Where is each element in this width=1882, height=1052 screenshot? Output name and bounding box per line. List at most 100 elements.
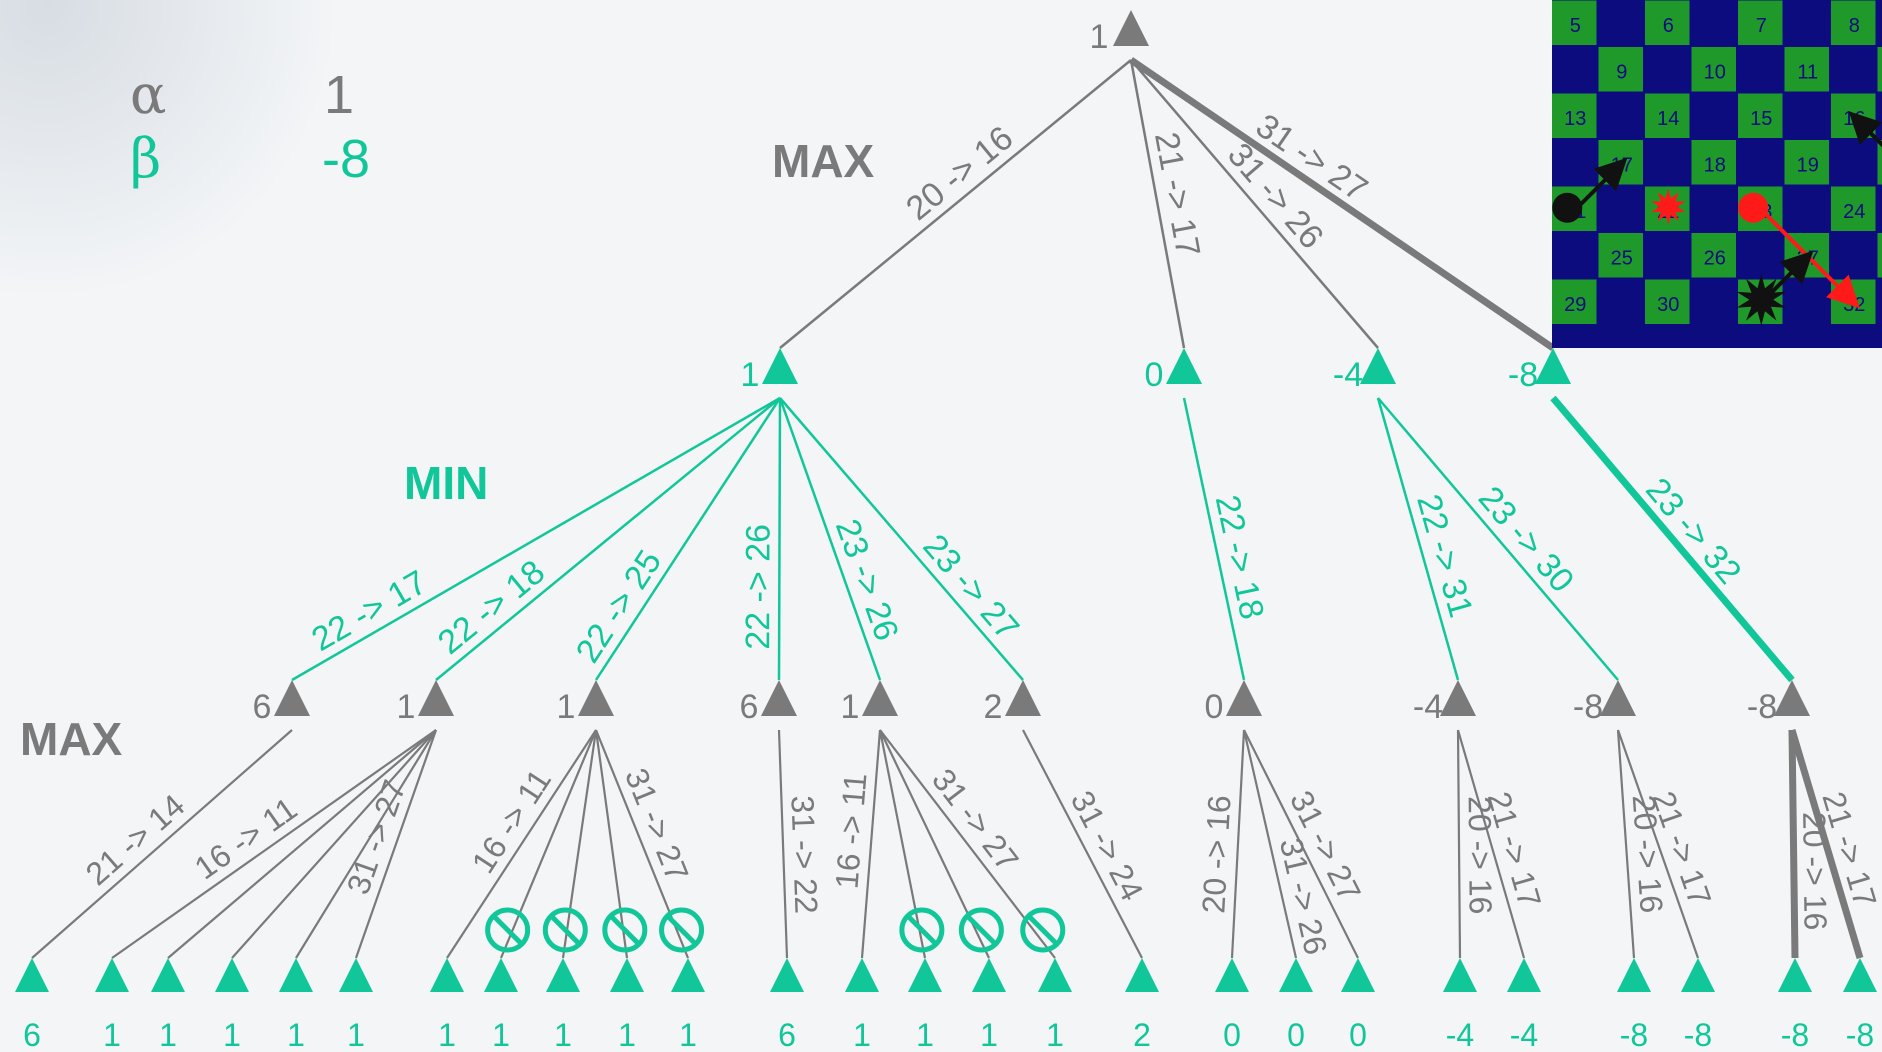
board-square [1598,279,1643,324]
board-square [1877,233,1882,278]
board-square [1552,279,1597,324]
level2-node-value: 1 [397,688,416,726]
level2-node-value: -4 [1413,688,1443,726]
edge-root-to-level1 [1130,59,1379,349]
board-square [1738,233,1783,278]
leaf-node [1279,958,1313,992]
edge-level2-to-leaf [1788,728,1864,960]
pruned-icon [542,907,588,953]
edge-level2-to-leaf [1243,729,1359,959]
leaf-value: -8 [1846,1017,1874,1052]
leaf-node [671,958,705,992]
level2-node-value: 1 [841,688,860,726]
leaf-node [610,958,644,992]
board-square [1691,233,1736,278]
leaf-value: 6 [23,1017,41,1052]
board-square [1877,0,1882,45]
leaf-node [15,958,49,992]
leaf-value: 6 [778,1017,796,1052]
board-square-number: 29 [1564,294,1586,316]
edge-root-to-level1 [1129,57,1555,351]
board-square [1691,140,1736,185]
leaf-node [430,958,464,992]
level-label-min: MIN [404,457,489,509]
edge-level1-to-level2 [435,397,781,681]
board-square [1598,47,1643,92]
level2-node [1600,680,1636,716]
board-square [1784,279,1829,324]
board-square-number: 5 [1570,15,1581,37]
board-square-number: 10 [1704,61,1726,83]
edge-level1-to-level2 [1550,395,1795,683]
board-square [1691,279,1736,324]
board-square-number: 11 [1797,61,1818,83]
edge-level2-to-leaf [1788,729,1799,959]
edge-level2-to-leaf [354,729,438,959]
leaf-value: -8 [1620,1017,1648,1052]
edge-level2-to-leaf [594,729,629,959]
board-square [1552,93,1597,138]
leaf-node [546,958,580,992]
edge-level2-to-leaf [1022,729,1143,959]
beta-label: β [130,127,162,190]
board-square [1598,233,1643,278]
leaf-value: -8 [1684,1017,1712,1052]
leaf-node [484,958,518,992]
leaf-node [1341,958,1375,992]
level-label-max-bottom: MAX [20,713,123,765]
captured-piece-icon [1736,273,1786,326]
pruned-icon-slash [666,915,697,945]
board-square [1877,186,1882,231]
level2-node [578,680,614,716]
board-square [1645,93,1690,138]
leaf-value: 1 [159,1017,177,1052]
level2-node [1774,680,1810,716]
board-square [1691,47,1736,92]
pruned-icon [899,907,945,953]
leaf-value: 1 [492,1017,510,1052]
leaf-value: 1 [679,1017,697,1052]
board-square [1691,0,1736,45]
level3-move-label: 16 -> 11 [465,763,559,880]
pruned-icon-slash [1027,915,1058,945]
edge-level2-to-leaf [499,729,598,959]
leaf-node [151,958,185,992]
edge-level2-to-leaf [1456,729,1462,959]
level3-move-label: 31 -> 22 [784,795,824,915]
alpha-label: α [130,63,167,126]
edge-level2-to-leaf [1230,729,1246,959]
board-square [1877,140,1882,185]
board-square [1877,93,1882,138]
pruned-icon-slash [907,915,937,945]
pruned-icon-slash [550,915,581,945]
level2-node [418,680,454,716]
level1-node [1535,348,1571,384]
board-square [1552,233,1597,278]
board-square [1552,47,1597,92]
leaf-value: 1 [916,1017,934,1052]
leaf-value: 1 [438,1017,456,1052]
board-square-number: 14 [1657,108,1679,130]
board-square [1831,47,1876,92]
edge-level1-to-level2 [1376,397,1460,681]
edge-level1-to-level2 [779,397,1024,681]
level2-node [1226,680,1262,716]
edge-level1-to-level2 [777,397,782,681]
board-square [1784,140,1829,185]
level2-node-value: 2 [984,688,1003,726]
board-square [1784,47,1829,92]
level3-move-label: 20 -> 16 [1626,794,1670,915]
board-square-number: 15 [1750,108,1772,130]
level1-move-label: 20 -> 16 [899,119,1020,228]
board-square [1645,140,1690,185]
board-square [1738,0,1783,45]
pruned-icon-slash [492,915,523,945]
level2-move-label: 23 -> 26 [828,514,906,645]
leaf-node [770,958,804,992]
leaf-node [1215,958,1249,992]
level2-node-value: -8 [1573,688,1603,726]
board-square-number: 19 [1797,154,1819,176]
leaf-node [215,958,249,992]
leaf-node [1843,958,1877,992]
